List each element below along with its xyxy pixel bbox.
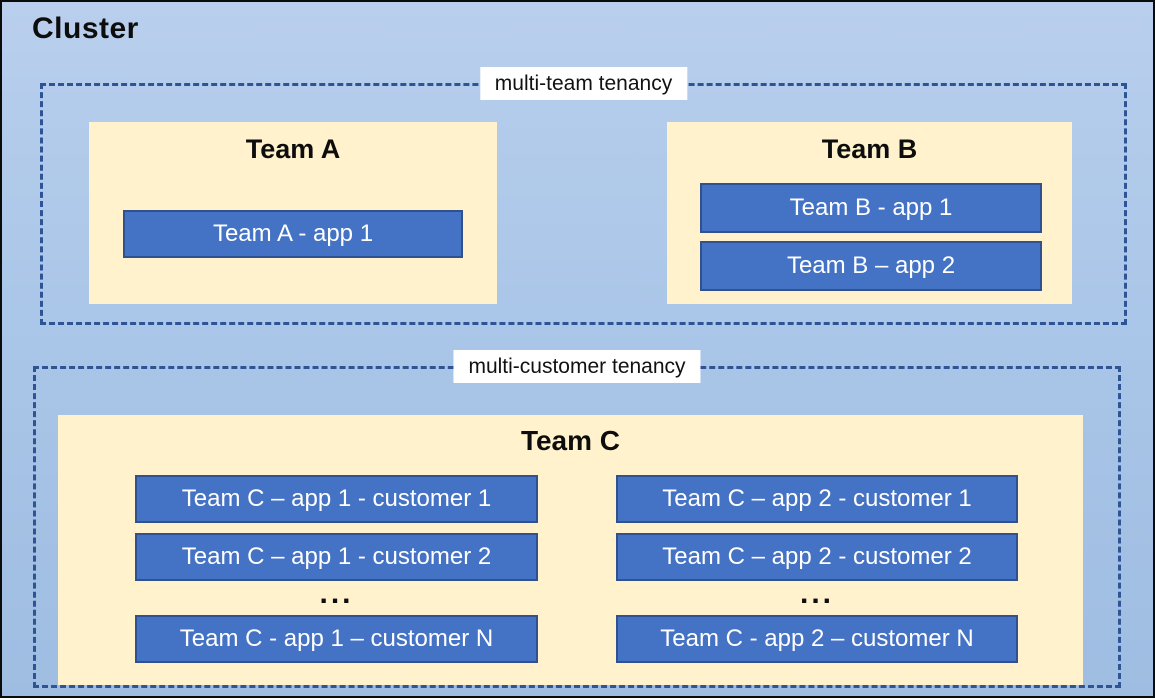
team-b-box: Team B Team B - app 1 Team B – app 2 [667,122,1072,304]
team-c-app2-customer1-box: Team C – app 2 - customer 1 [616,475,1018,523]
team-b-app-1-box: Team B - app 1 [700,183,1042,233]
team-c-app1-ellipsis: ... [319,577,354,610]
team-a-app-1-box: Team A - app 1 [123,210,463,258]
team-c-app2-ellipsis: ... [799,577,834,610]
multi-customer-tenancy-region: multi-customer tenancy Team C Team C – a… [33,350,1121,688]
team-c-app1-customer2-box: Team C – app 1 - customer 2 [135,533,538,581]
team-c-app2-column: Team C – app 2 - customer 1 Team C – app… [616,415,1018,685]
team-b-title: Team B [821,134,918,164]
multi-team-tenancy-region: multi-team tenancy Team A Team A - app 1… [40,67,1127,325]
team-c-box: Team C Team C – app 1 - customer 1 Team … [58,415,1083,685]
team-c-app1-customer1-box: Team C – app 1 - customer 1 [135,475,538,523]
team-c-app1-customerN-box: Team C - app 1 – customer N [135,615,538,663]
team-c-app2-customerN-box: Team C - app 2 – customer N [616,615,1018,663]
multi-team-tenancy-label: multi-team tenancy [479,67,688,100]
team-b-app-2-box: Team B – app 2 [700,241,1042,291]
team-a-title: Team A [245,134,341,164]
multi-customer-tenancy-label: multi-customer tenancy [453,350,701,383]
cluster-title: Cluster [32,12,139,45]
team-c-title: Team C [520,425,621,456]
team-a-box: Team A Team A - app 1 [89,122,497,304]
team-c-app1-column: Team C – app 1 - customer 1 Team C – app… [135,415,538,685]
team-c-app2-customer2-box: Team C – app 2 - customer 2 [616,533,1018,581]
